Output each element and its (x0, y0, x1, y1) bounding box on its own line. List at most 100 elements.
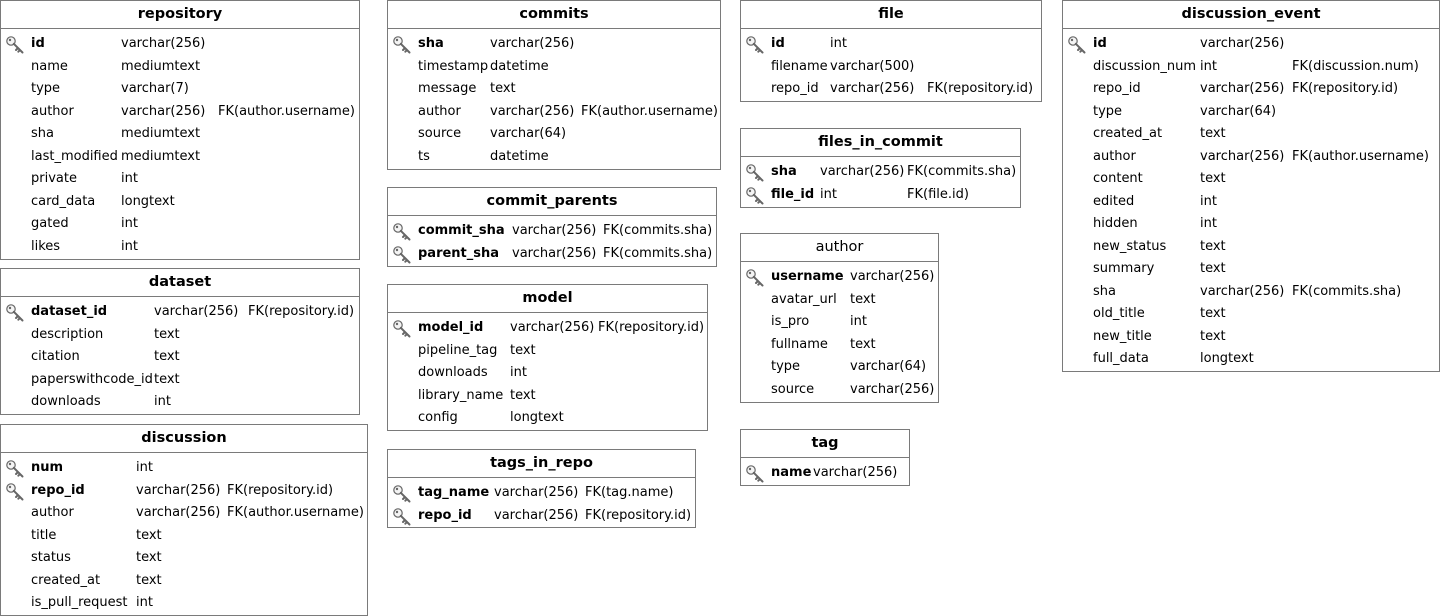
column-type: longtext (510, 410, 564, 425)
column-type: int (136, 460, 153, 475)
foreign-key-ref: FK(repository.id) (585, 507, 692, 523)
column-type: int (830, 36, 847, 51)
column-name: summary (1093, 261, 1155, 276)
table-title: tag (741, 430, 909, 458)
table-title: model (388, 285, 707, 313)
column-type: int (1200, 193, 1217, 209)
column-name: id (31, 36, 45, 51)
column-name: sha (31, 126, 54, 141)
column-type: varchar(256) (850, 381, 935, 397)
primary-key-icon (392, 319, 412, 339)
primary-key-icon (745, 35, 765, 55)
column-name: name (31, 58, 68, 74)
column-type: text (850, 291, 876, 307)
column-type: varchar(64) (490, 126, 567, 141)
table-title: discussion (1, 425, 367, 453)
column-row: id int (741, 33, 1041, 56)
column-row: hidden int (1063, 213, 1439, 236)
foreign-key-ref: FK(author.username) (227, 505, 364, 520)
column-type: varchar(256) (510, 320, 595, 335)
column-name: hidden (1093, 216, 1138, 231)
table-title: repository (1, 1, 359, 29)
foreign-key-ref: FK(author.username) (581, 103, 718, 119)
column-type: varchar(256) (813, 465, 898, 480)
primary-key-icon (392, 484, 412, 504)
primary-key-icon (392, 245, 412, 265)
column-type: int (820, 186, 837, 202)
column-name: type (31, 81, 61, 96)
column-type: varchar(256) (830, 81, 915, 96)
column-name: num (31, 460, 64, 475)
column-name: paperswithcode_id (31, 371, 153, 387)
column-name: library_name (418, 387, 504, 403)
table-title: commit_parents (388, 188, 716, 216)
column-type: int (1200, 58, 1217, 74)
column-name: timestamp (418, 58, 489, 74)
column-name: model_id (418, 320, 484, 335)
column-name: id (771, 36, 785, 51)
primary-key-icon (5, 482, 25, 502)
column-type: mediumtext (121, 126, 201, 141)
column-name: repo_id (31, 482, 85, 498)
column-type: text (1200, 328, 1226, 344)
column-name: fullname (771, 336, 828, 352)
column-type: text (1200, 306, 1226, 321)
primary-key-icon (5, 459, 25, 479)
column-name: created_at (31, 572, 101, 588)
column-name: parent_sha (418, 245, 500, 261)
column-type: int (1200, 216, 1217, 231)
column-name: filename (771, 58, 828, 74)
column-type: datetime (490, 58, 549, 74)
column-row: description text (1, 324, 359, 347)
column-type: varchar(256) (820, 164, 905, 179)
column-type: text (154, 326, 180, 342)
column-name: author (1093, 148, 1136, 164)
column-name: is_pro (771, 314, 810, 329)
column-name: discussion_num (1093, 58, 1197, 74)
primary-key-icon (745, 464, 765, 484)
column-name: description (31, 326, 104, 342)
column-type: text (510, 387, 536, 403)
column-type: int (850, 314, 867, 329)
column-name: card_data (31, 193, 96, 209)
foreign-key-ref: FK(commits.sha) (907, 164, 1017, 179)
table-title: discussion_event (1063, 1, 1439, 29)
column-name: name (771, 465, 812, 480)
table-title: dataset (1, 269, 359, 297)
column-name: created_at (1093, 126, 1163, 141)
column-name: citation (31, 349, 80, 364)
column-type: text (136, 550, 162, 565)
primary-key-icon (745, 163, 765, 183)
column-type: text (1200, 126, 1226, 141)
column-type: varchar(256) (136, 505, 221, 520)
foreign-key-ref: FK(repository.id) (927, 81, 1034, 96)
foreign-key-ref: FK(repository.id) (1292, 81, 1399, 96)
column-name: last_modified (31, 148, 118, 164)
column-type: varchar(256) (494, 507, 579, 523)
column-type: varchar(256) (1200, 283, 1285, 299)
column-name: repo_id (771, 81, 819, 96)
